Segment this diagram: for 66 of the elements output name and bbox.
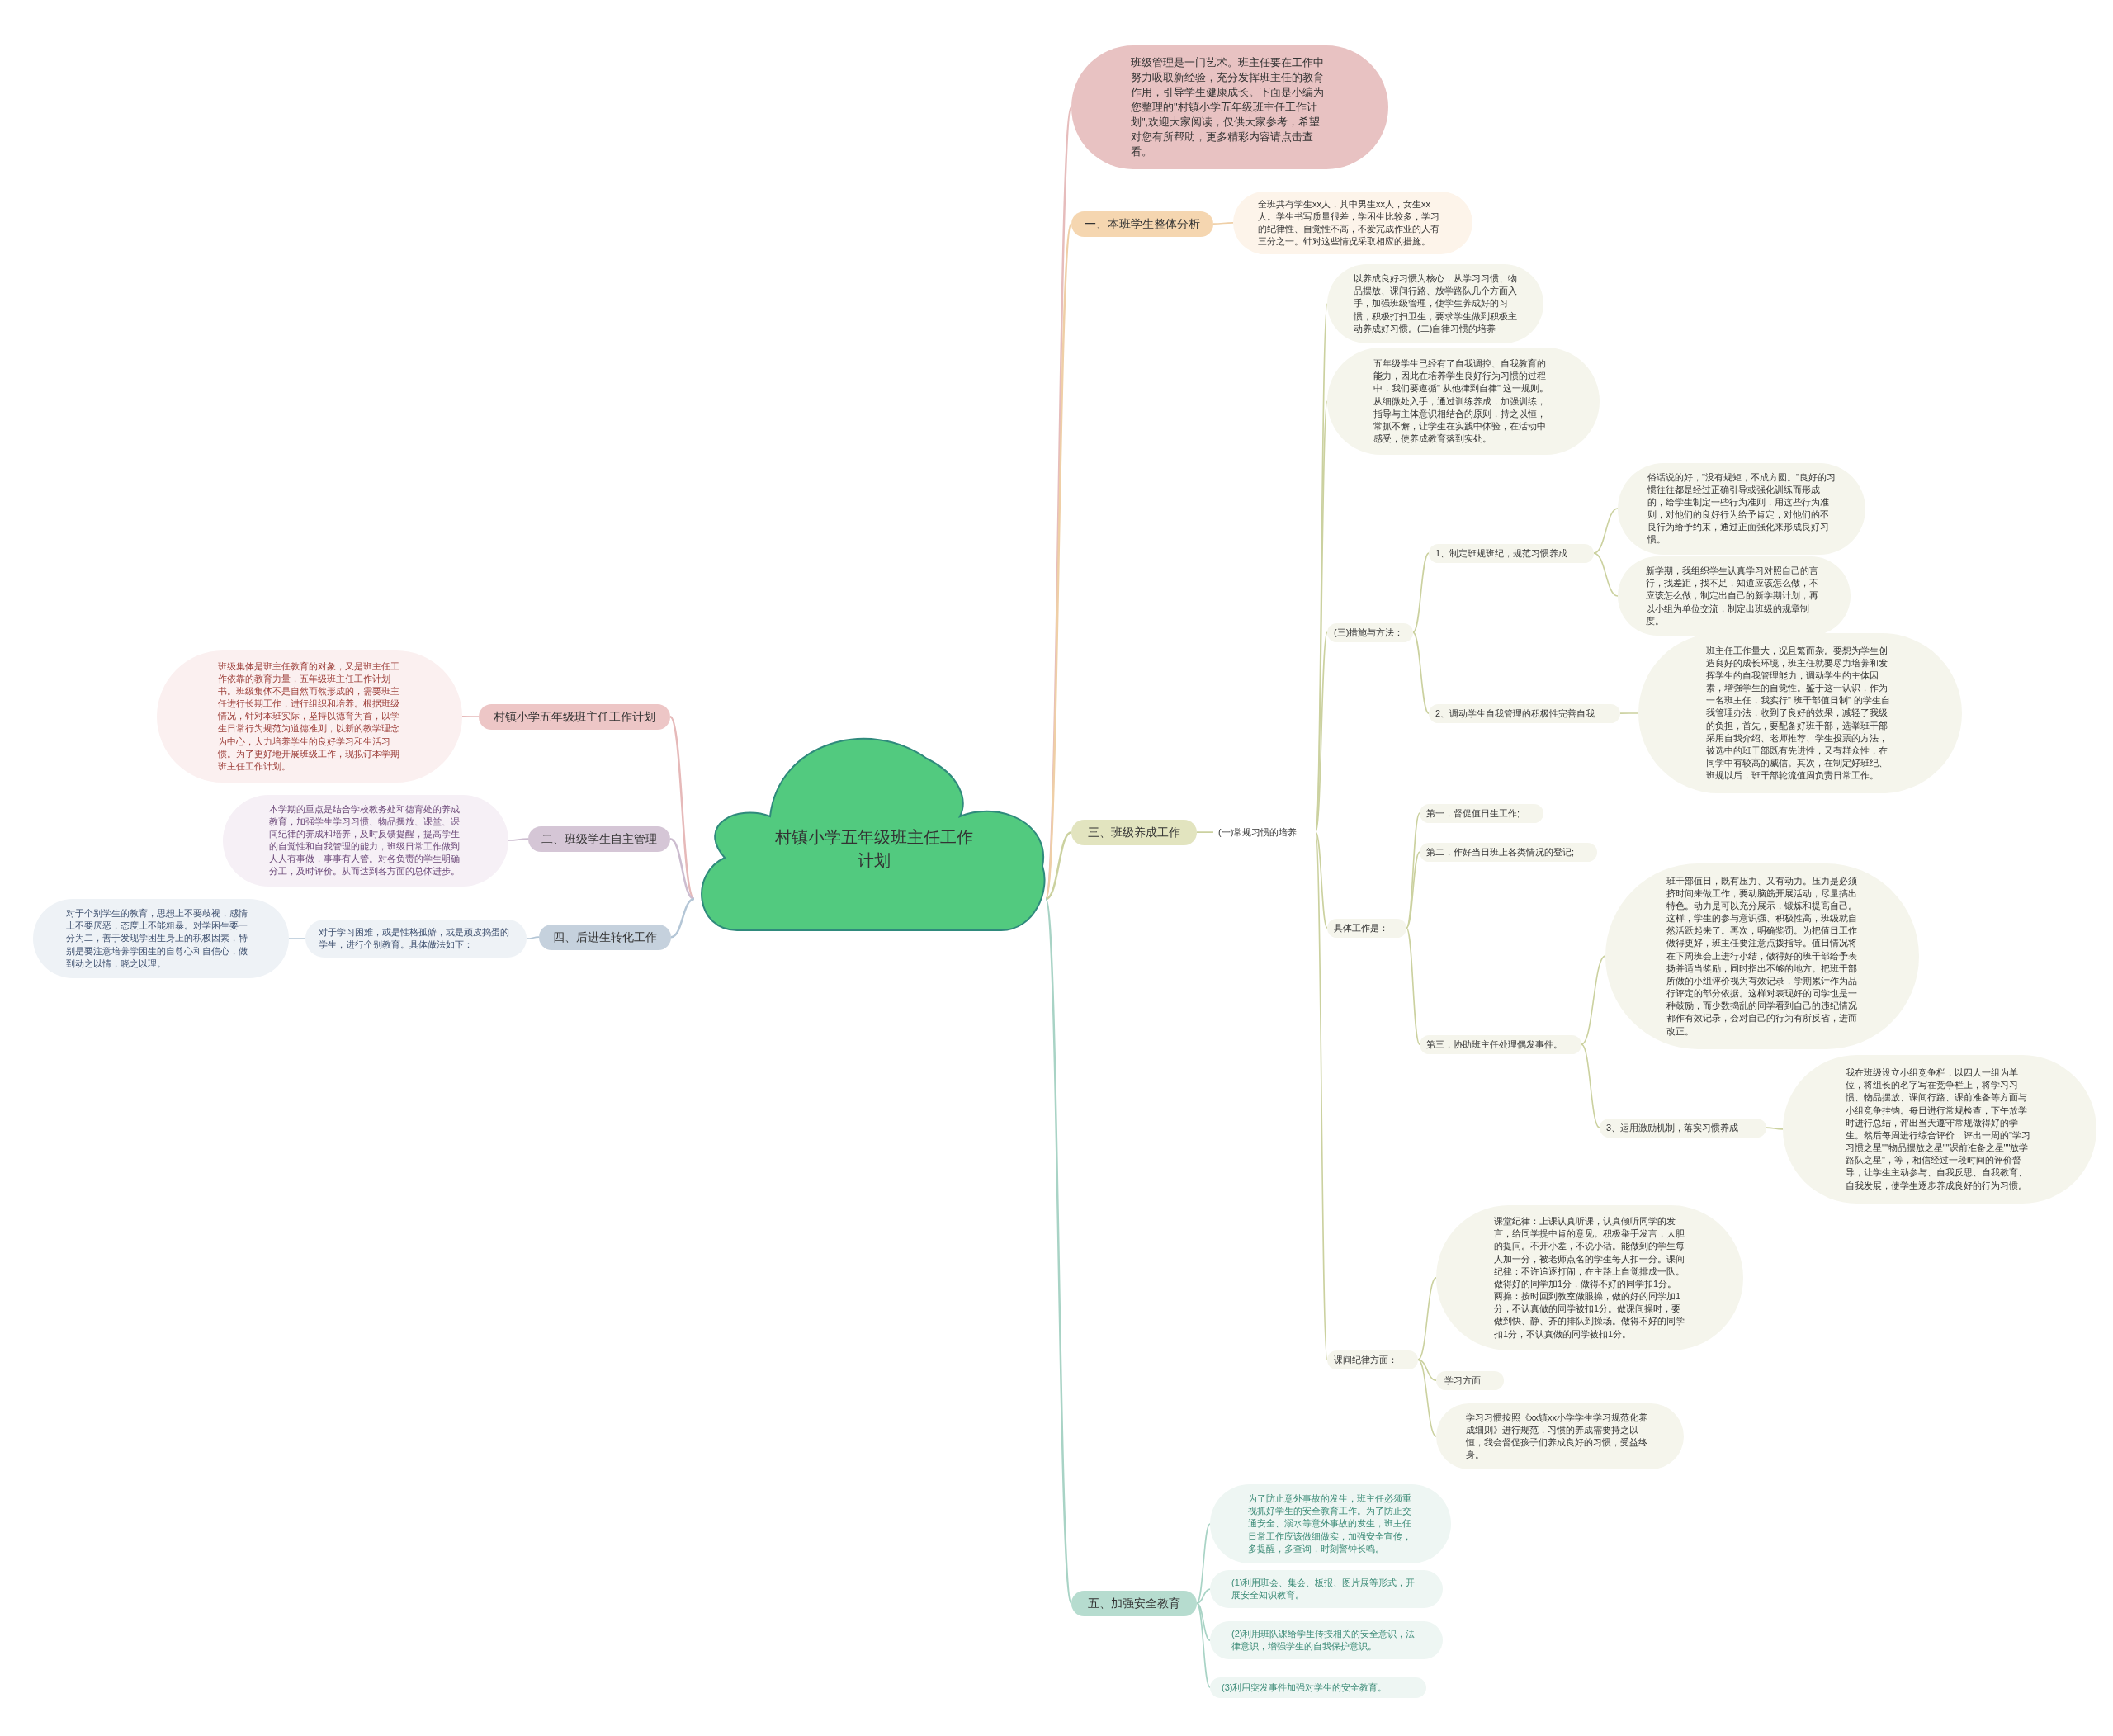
note-bubble: 班干部值日，既有压力、又有动力。压力是必须挤时间来做工作，要动脑筋开展活动，尽量搞出特色。动力是可以充分展示，锻炼和提高自己。这样，学生的参与意识强、积极性高，班级就自然活跃起来了。再次，明确奖罚。为把值日工作做得更好，班主任要注意点拨指导。值日情况将在下周班会上进行小结，做得好的班干部给予表扬并适当奖励，同时指出不够的地方。把班干部所做的小组评价视为有效记录，学期累计作为品行评定的部分依据。这样对表现好的同学也是一种鼓励，而少数捣乱的同学看到自己的违纪情况都作有效记录，会对自己的行为有所反省，进而改正。	[1605, 863, 1919, 1049]
branch-line	[1406, 851, 1420, 929]
branch-topic: 一、本班学生整体分析	[1071, 210, 1213, 237]
branch-line	[1315, 631, 1328, 833]
subtopic-label: 具体工作是：	[1327, 918, 1406, 938]
branch-line	[1406, 927, 1420, 1045]
note-bubble: 新学期，我组织学生认真学习对照自己的言行，找差距，找不足，知道应该怎么做，不应该怎么做，制定出自己的新学期计划，再以小组为单位交流，制定出班级的规章制度。	[1618, 556, 1851, 636]
branch-topic: 二、班级学生自主管理	[528, 825, 670, 852]
branch-topic: 三、班级养成工作	[1071, 819, 1197, 845]
branch-line	[1044, 898, 1073, 1604]
note-bubble: 学习习惯按照《xx镇xx小学学生学习规范化养成细则》进行规范，习惯的养成需要持之以恒，我会督促孩子们养成良好的习惯，受益终身。	[1436, 1403, 1684, 1470]
branch-line	[1412, 631, 1430, 714]
subtopic-label: 学习方面	[1436, 1370, 1504, 1390]
subtopic-label: (三)措施与方法：	[1327, 622, 1413, 642]
note-bubble: 我在班级设立小组竞争栏，以四人一组为单位，将组长的名字写在竞争栏上，将学习习惯、物品摆放、课间行路、课前准备等方面与小组竞争挂钩。每日进行常规检查，下午放学时进行总结，评出当天遵守常规做得好的学生。然后每周进行综合评价，评出一周的"学习习惯之星""物品摆放之星""课前准备之星""放学路队之星"，等，相信经过一段时间的评价督导，让学生主动参与、自我反思、自我教育、自我发展，使学生逐步养成良好的行为习惯。	[1783, 1055, 2096, 1204]
branch-line	[1619, 712, 1639, 714]
branch-topic: 村镇小学五年级班主任工作计划	[479, 703, 670, 730]
branch-line	[1196, 831, 1214, 833]
branch-line	[1412, 552, 1430, 633]
subtopic-label: 2、调动学生自我管理的积极性完善自我	[1429, 703, 1620, 723]
note-bubble: 本学期的重点是结合学校教务处和德育处的养成教育，加强学生学习习惯、物品摆放、课堂、课间纪律的养成和培养，及时反馈提醒，提高学生的自觉性和自我管理的能力，班级日常工作做到人人有事做，事事有人管。对各负责的学生明确分工，及时评价。从而达到各方面的总体进步。	[223, 794, 508, 887]
subtopic-label: 第三，协助班主任处理偶发事件。	[1420, 1034, 1581, 1054]
note-bubble: 对于学习困难，或是性格孤僻，或是顽皮捣蛋的学生，进行个别教育。具体做法如下：	[305, 920, 527, 958]
note-bubble: (1)利用班会、集会、板报、图片展等形式，开展安全知识教育。	[1210, 1570, 1443, 1609]
branch-line	[669, 716, 695, 900]
branch-line	[1593, 508, 1619, 554]
note-bubble: 全班共有学生xx人，其中男生xx人，女生xx人。学生书写质量很差，学困生比较多，学习的纪律性、自觉性不高，不爱完成作业的人有三分之一。针对这些情况采取相应的措施。	[1233, 191, 1472, 255]
subtopic-label: 1、制定班规班纪，规范习惯养成	[1429, 543, 1594, 563]
note-bubble: (3)利用突发事件加强对学生的安全教育。	[1210, 1677, 1426, 1698]
note-bubble: 以养成良好习惯为核心，从学习习惯、物品摆放、课间行路、放学路队几个方面入手，加强班级管理，使学生养成好的习惯，积极打扫卫生，要求学生做到积极主动养成好习惯。(二)自律习惯的培养	[1327, 264, 1543, 343]
branch-line	[1212, 222, 1234, 225]
subtopic-label: 课间纪律方面：	[1327, 1350, 1418, 1369]
note-bubble: 五年级学生已经有了自我调控、自我教育的能力，因此在培养学生良好行为习惯的过程中，我们要遵循" 从他律到自律" 这一规则。从细微处入手，通过训练养成，加强训练，指导与主体意识相结合的原则，持之以恒，常抓不懈，让学生在实践中体验，在活动中感受，使养成教育落到实处。	[1327, 348, 1600, 456]
branch-line	[1196, 1523, 1211, 1604]
branch-line	[1417, 1359, 1437, 1381]
branch-line	[670, 897, 695, 939]
branch-line	[1766, 1127, 1784, 1130]
branch-line	[1581, 1043, 1600, 1128]
branch-line	[1315, 831, 1328, 929]
note-bubble: (2)利用班队课给学生传授相关的安全意识，法律意识，增强学生的自我保护意识。	[1210, 1621, 1443, 1660]
note-bubble: 为了防止意外事故的发生，班主任必须重视抓好学生的安全教育工作。为了防止交通安全、溺水等意外事故的发生，班主任日常工作应该做细做实，加强安全宣传，多提醒，多查询，时刻警钟长鸣。	[1210, 1484, 1451, 1563]
branch-topic: 五、加强安全教育	[1071, 1590, 1197, 1616]
subtopic-label: 第一，督促值日生工作;	[1420, 803, 1543, 823]
branch-line	[461, 715, 480, 717]
branch-line	[1196, 1602, 1211, 1688]
note-bubble: 班级集体是班主任教育的对象，又是班主任工作依靠的教育力量，五年级班主任工作计划书。班级集体不是自然而然形成的，需要班主任进行长期工作，进行组织和培养。根据班级情况，针对本班实际，坚持以德育为首，以学生日常行为规范为道德准则，以新的教学理念为中心，大力培养学生的良好学习和生活习惯。为了更好地开展班级工作，现拟订本学期班主任工作计划。	[157, 650, 462, 783]
branch-line	[1417, 1359, 1437, 1437]
note-bubble: 课堂纪律：上课认真听课，认真倾听同学的发言，给同学提中肯的意见。积极举手发言，大胆的提问。不开小差，不说小话。能做到的学生每人加一分，被老师点名的学生每人扣一分。课间纪律：不许追逐打闹，在主路上自觉排成一队。做得好的同学加1分，做得不好的同学扣1分。两操：按时回到教室做眼操，做的好的同学加1分，不认真做的同学被扣1分。做课间操时，要做到快、静、齐的排队到操场。做得不好的同学扣1分，不认真做的同学被扣1分。	[1436, 1205, 1743, 1350]
branch-line	[288, 938, 306, 939]
branch-topic: 四、后进生转化工作	[539, 924, 671, 950]
note-bubble: 对于个别学生的教育，思想上不要歧视，感情上不要厌恶，态度上不能粗暴。对学困生要一分为二，善于发现学困生身上的积极因素，特别是要注意培养学困生的自尊心和自信心，做到动之以情，晓之以理。	[33, 899, 289, 978]
intro-bubble: 班级管理是一门艺术。班主任要在工作中努力吸取新经验，充分发挥班主任的教育作用，引导学生健康成长。下面是小编为您整理的"村镇小学五年级班主任工作计划",欢迎大家阅读，仅供大家参考，希望对您有所帮助，更多精彩内容请点击查看。	[1071, 45, 1388, 169]
branch-line	[1196, 1588, 1211, 1604]
branch-line	[1581, 955, 1606, 1045]
subtopic-label: 第二，作好当日班上各类情况的登记;	[1420, 842, 1597, 862]
branch-line	[1593, 552, 1619, 597]
branch-line	[1045, 831, 1072, 901]
branch-line	[508, 838, 529, 841]
subtopic-label: 3、运用激励机制，落实习惯养成	[1600, 1118, 1766, 1138]
note-bubble: 班主任工作量大，况且繁而杂。要想为学生创造良好的成长环境，班主任就要尽力培养和发挥学生的自我管理能力，调动学生的主体因素，增强学生的自觉性。鉴于这一认识，作为一名班主任，我实行" 班干部值日制" 的学生自我管理办法，收到了良好的效果，减轻了我级的负担，首先，要配备好班干部，选举班干部采用自我介绍、老师推荐、学生投票的方法，被选中的班干部既有先进性，又有群众性，在同学中有较高的威信。其次，在制定好班纪、班规以后，班干部轮流值周负责日常工作。	[1638, 632, 1962, 794]
branch-line	[1315, 400, 1328, 833]
branch-line	[1196, 1602, 1211, 1641]
branch-line	[669, 838, 695, 901]
branch-line	[526, 936, 540, 939]
note-bubble: 俗话说的好，"没有规矩，不成方圆。"良好的习惯往往都是经过正确引导或强化训练而形成的，给学生制定一些行为准则，用这些行为准则，对他们的良好行为给予肯定，对他们的不良行为给予约束，通过正面强化来形成良好习惯。	[1618, 462, 1865, 555]
branch-line	[1417, 1277, 1437, 1360]
